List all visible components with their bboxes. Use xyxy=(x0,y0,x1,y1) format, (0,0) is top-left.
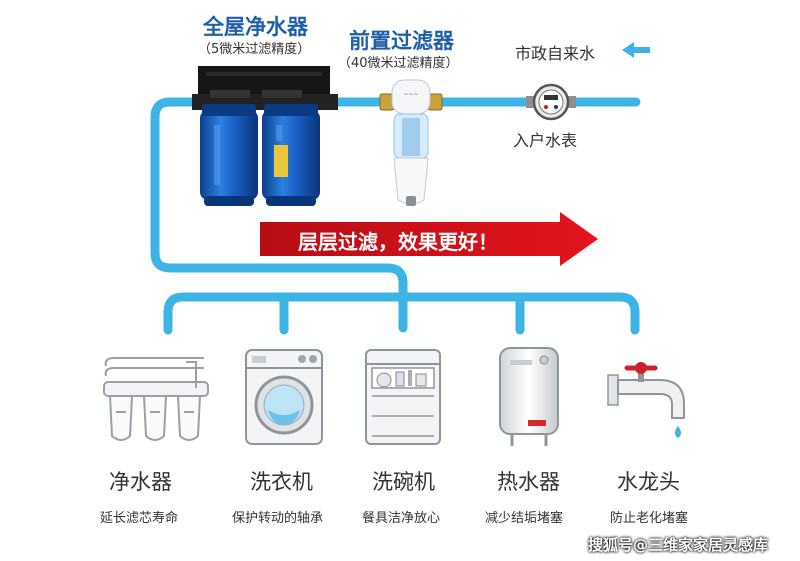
water-meter-icon xyxy=(526,83,576,121)
pre-filter-precision: （40微米过滤精度） xyxy=(338,56,459,71)
appliance-name-purifier: 净水器 xyxy=(109,470,172,494)
appliance-name-faucet: 水龙头 xyxy=(617,470,680,494)
appliance-desc-washer: 保护转动的轴承 xyxy=(232,511,324,526)
main-supply-pipe xyxy=(150,97,641,333)
watermark: 搜狐号@三维家家居灵感库 xyxy=(588,536,769,554)
filter-banner-text: 层层过滤，效果更好！ xyxy=(298,230,498,254)
washing-machine-icon xyxy=(245,349,323,445)
whole-house-purifier-title: 全屋净水器 xyxy=(203,15,308,39)
dishwasher-icon xyxy=(365,349,441,445)
pre-filter-icon: ~~~ xyxy=(379,79,443,206)
appliance-name-heater: 热水器 xyxy=(497,470,560,494)
appliance-name-dishwasher: 洗碗机 xyxy=(372,470,435,494)
purifier-appliance-icon xyxy=(103,357,209,441)
pipe-network xyxy=(150,97,641,335)
appliance-desc-heater: 减少结垢堵塞 xyxy=(485,511,564,526)
faucet-icon xyxy=(607,362,685,438)
appliance-desc-purifier: 延长滤芯寿命 xyxy=(100,511,179,526)
svg-text:~~~: ~~~ xyxy=(403,91,418,98)
appliance-desc-faucet: 防止老化堵塞 xyxy=(610,511,689,526)
appliance-name-washer: 洗衣机 xyxy=(250,470,313,494)
water-heater-icon xyxy=(499,347,559,446)
pre-filter-title: 前置过滤器 xyxy=(349,29,454,53)
distribution-pipe xyxy=(163,292,640,335)
whole-house-purifier-precision: （5微米过滤精度） xyxy=(198,42,311,57)
whole-house-purifier-icon xyxy=(192,66,338,206)
municipal-water-label: 市政自来水 xyxy=(515,44,596,63)
filter-arrow-icon xyxy=(260,212,598,266)
appliance-desc-dishwasher: 餐具洁净放心 xyxy=(362,511,441,526)
inflow-arrow-icon xyxy=(622,42,650,58)
water-meter-label: 入户水表 xyxy=(513,131,578,150)
